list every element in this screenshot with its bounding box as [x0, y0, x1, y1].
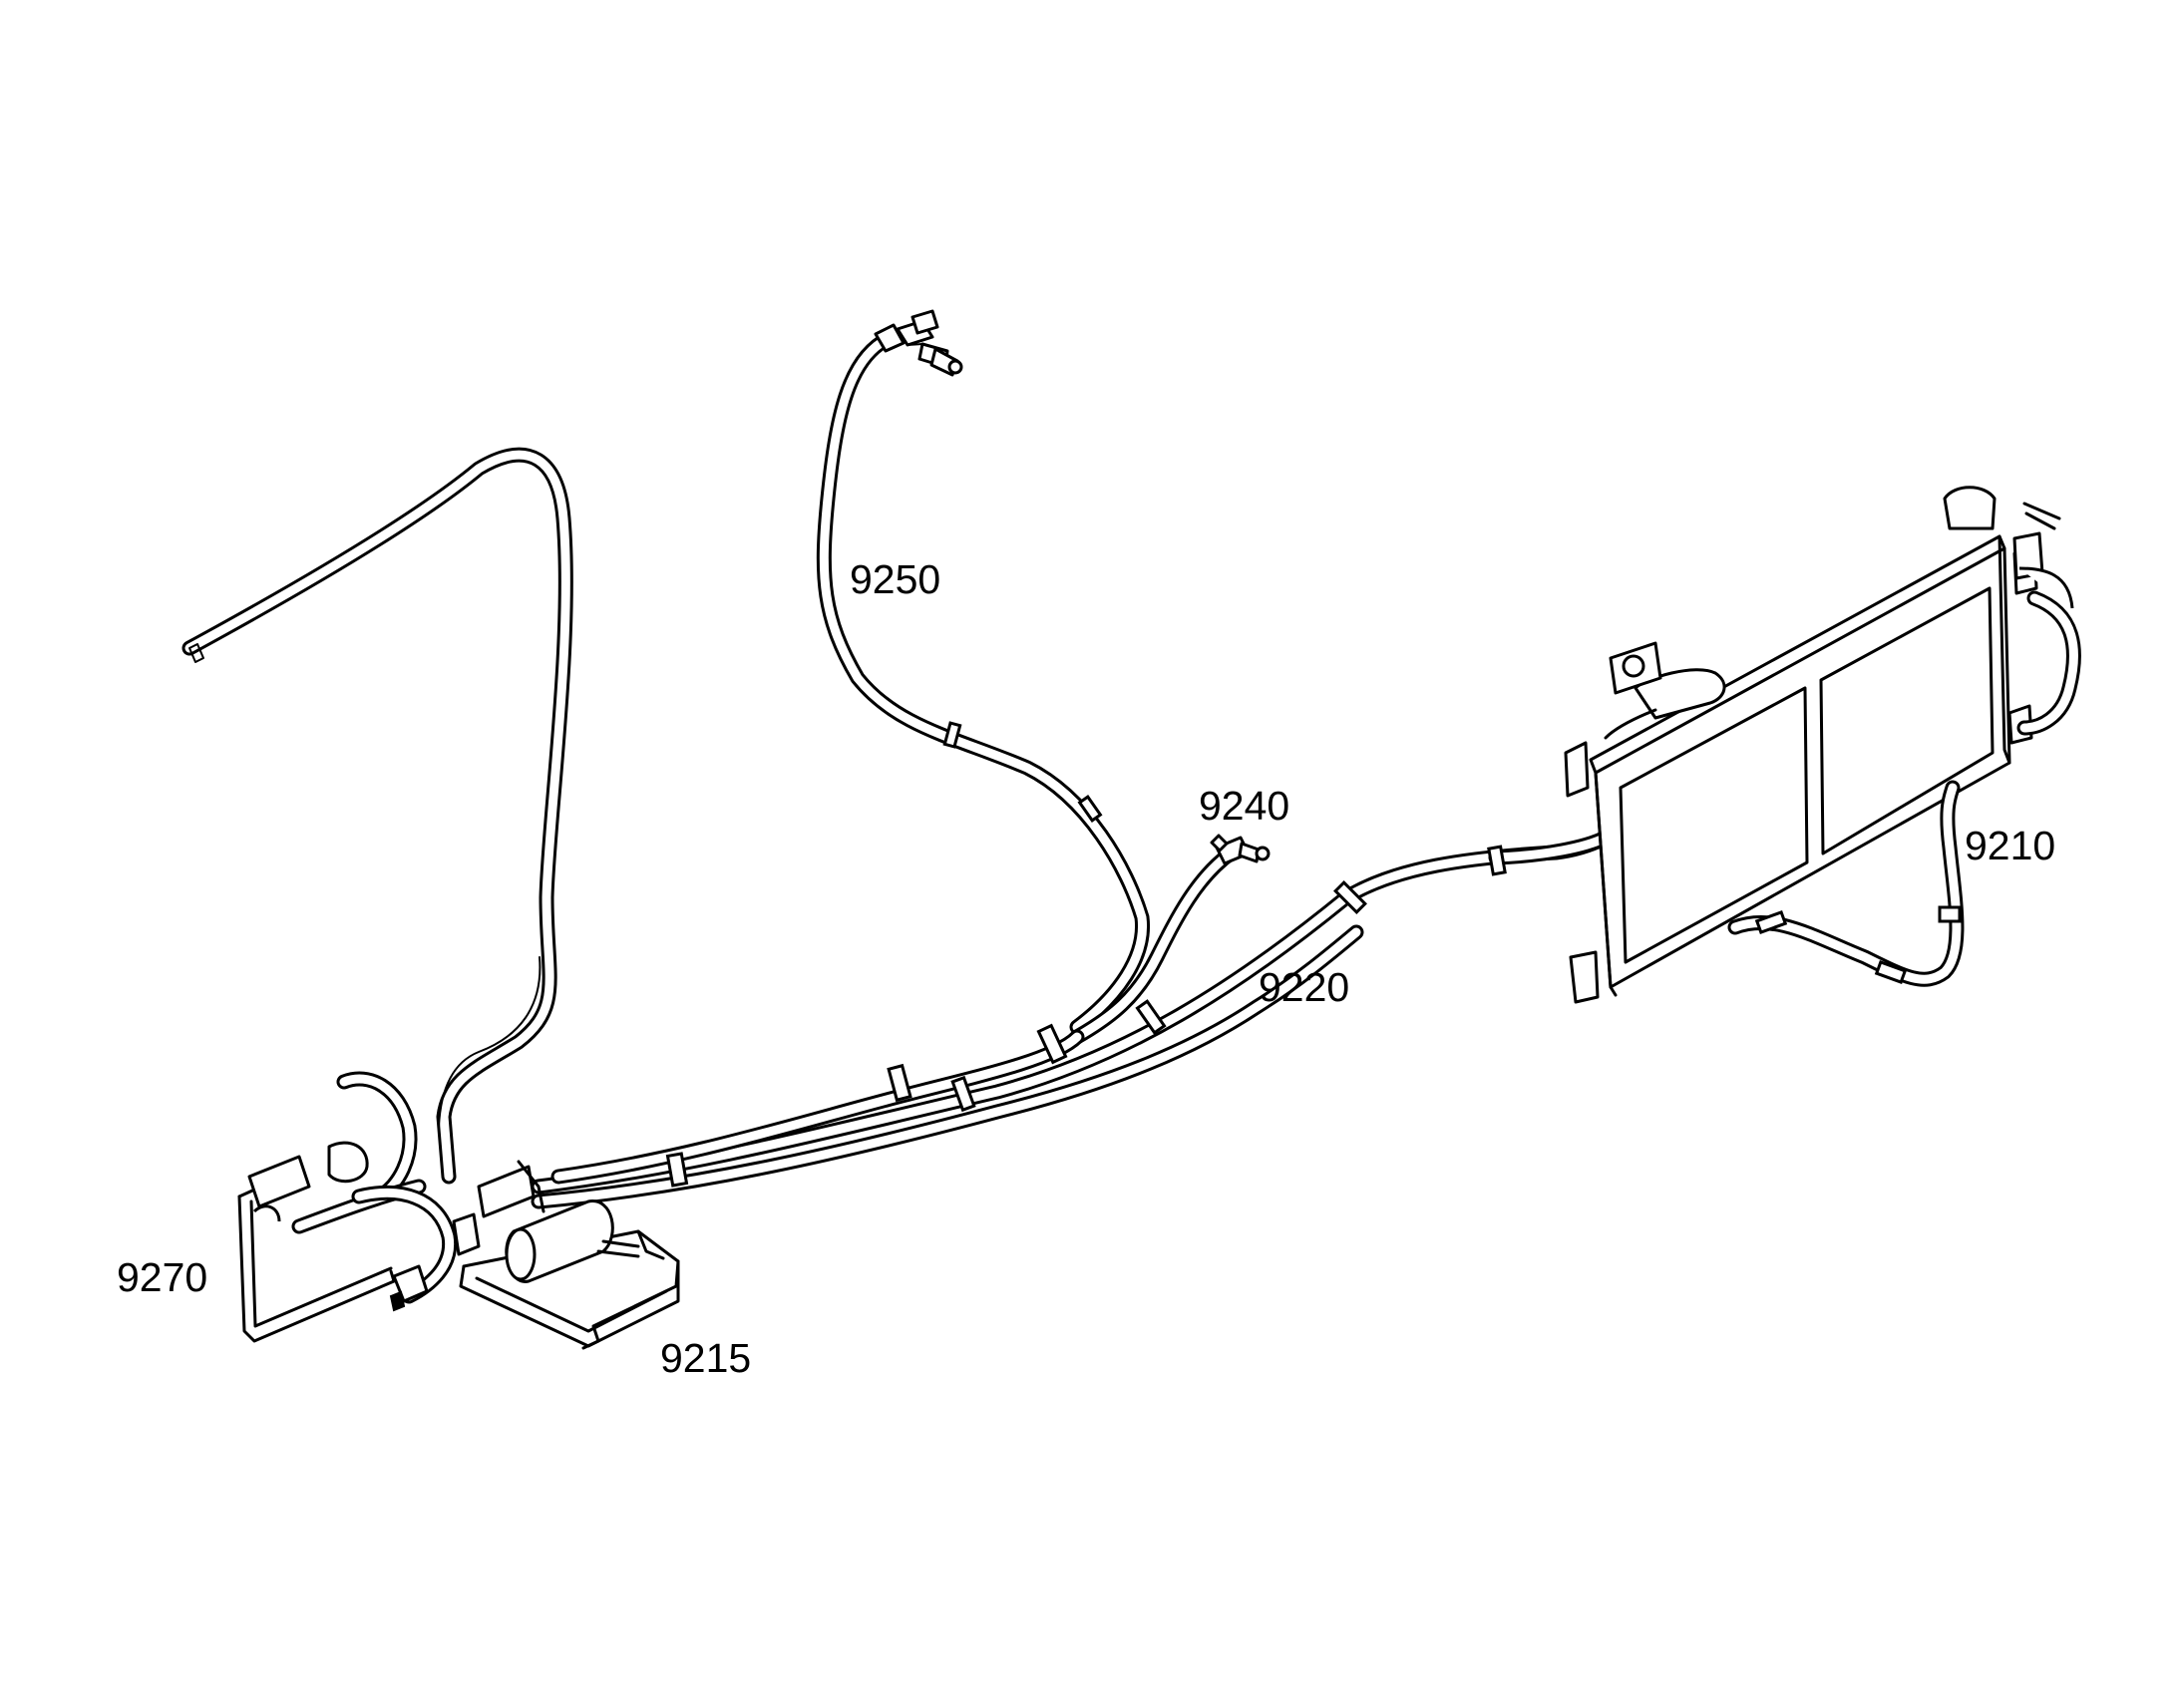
hose-9240 [1069, 834, 1271, 1045]
receiver-drier-9215 [452, 1160, 680, 1350]
fitting-9250-top-icon [874, 309, 963, 377]
hose-9250 [816, 309, 1151, 1035]
callout-9240: 9240 [1199, 783, 1289, 829]
bracket-9270 [237, 1071, 458, 1343]
hose-bundle-9220 [531, 810, 1643, 1209]
fitting-9240-icon [1210, 834, 1271, 865]
callout-9250: 9250 [850, 556, 940, 602]
callout-9220: 9220 [1259, 964, 1349, 1010]
callout-9215: 9215 [660, 1335, 751, 1381]
motor-9210-icon [1604, 641, 1726, 740]
callout-9270: 9270 [117, 1254, 207, 1300]
callout-9210: 9210 [1965, 823, 2055, 868]
hose-9270-loop [182, 447, 573, 1185]
condenser-9210 [1564, 486, 2081, 1004]
